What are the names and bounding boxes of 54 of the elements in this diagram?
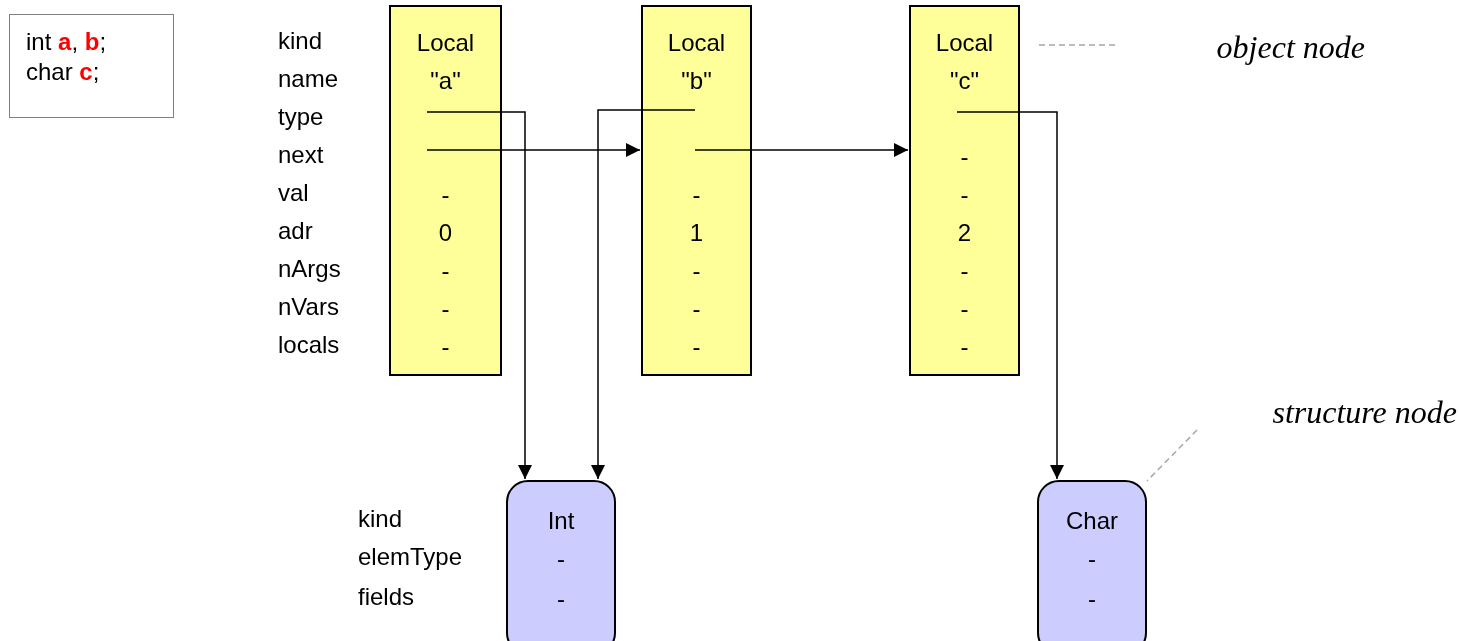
field-value: - <box>1088 544 1096 574</box>
field-value: - <box>1088 584 1096 614</box>
field-value: Int <box>547 506 575 536</box>
field-name: adr <box>278 216 313 246</box>
annotation-text: structure node <box>1272 393 1457 432</box>
field-value: - <box>692 256 701 286</box>
arrow <box>591 109 696 480</box>
field-name: val <box>278 178 309 208</box>
field-name: next <box>278 140 324 170</box>
field-value: Local <box>416 28 475 58</box>
field-name: name <box>278 64 339 94</box>
field-value: - <box>557 544 565 574</box>
field-value: - <box>441 256 450 286</box>
field-name: kind <box>278 26 323 56</box>
arrow <box>694 143 909 157</box>
object-node-box <box>909 5 1020 376</box>
arrow <box>426 111 532 480</box>
field-value: - <box>441 294 450 324</box>
field-value: - <box>557 584 565 614</box>
object-node-box <box>641 5 752 376</box>
field-value: - <box>692 294 701 324</box>
field-value: 0 <box>438 218 453 248</box>
field-value: - <box>960 142 969 172</box>
annotation-text: object node <box>1216 28 1365 67</box>
structure-node-box <box>1037 480 1147 641</box>
field-value: "c" <box>949 66 979 96</box>
field-value: Char <box>1066 506 1118 536</box>
field-name: nVars <box>278 292 339 322</box>
field-value: 1 <box>689 218 704 248</box>
field-value: - <box>441 332 450 362</box>
field-name: nArgs <box>278 254 341 284</box>
field-value: - <box>960 256 969 286</box>
leader-line <box>1146 429 1198 482</box>
field-name: locals <box>278 330 340 360</box>
field-value: - <box>441 180 450 210</box>
field-value: - <box>960 294 969 324</box>
field-value: - <box>692 332 701 362</box>
field-name: fields <box>358 582 415 612</box>
field-value: "b" <box>681 66 712 96</box>
field-value: Local <box>667 28 726 58</box>
structure-node-box <box>506 480 616 641</box>
field-value: "a" <box>430 66 461 96</box>
code-box: int a, b; char c; <box>9 14 174 118</box>
arrow <box>956 111 1064 480</box>
field-name: elemType <box>358 542 463 572</box>
field-value: Local <box>935 28 994 58</box>
field-value: - <box>960 332 969 362</box>
arrow <box>426 143 641 157</box>
field-name: kind <box>358 504 403 534</box>
field-value: 2 <box>957 218 972 248</box>
field-name: type <box>278 102 324 132</box>
field-value: - <box>960 180 969 210</box>
object-node-box <box>389 5 502 376</box>
field-value: - <box>692 180 701 210</box>
